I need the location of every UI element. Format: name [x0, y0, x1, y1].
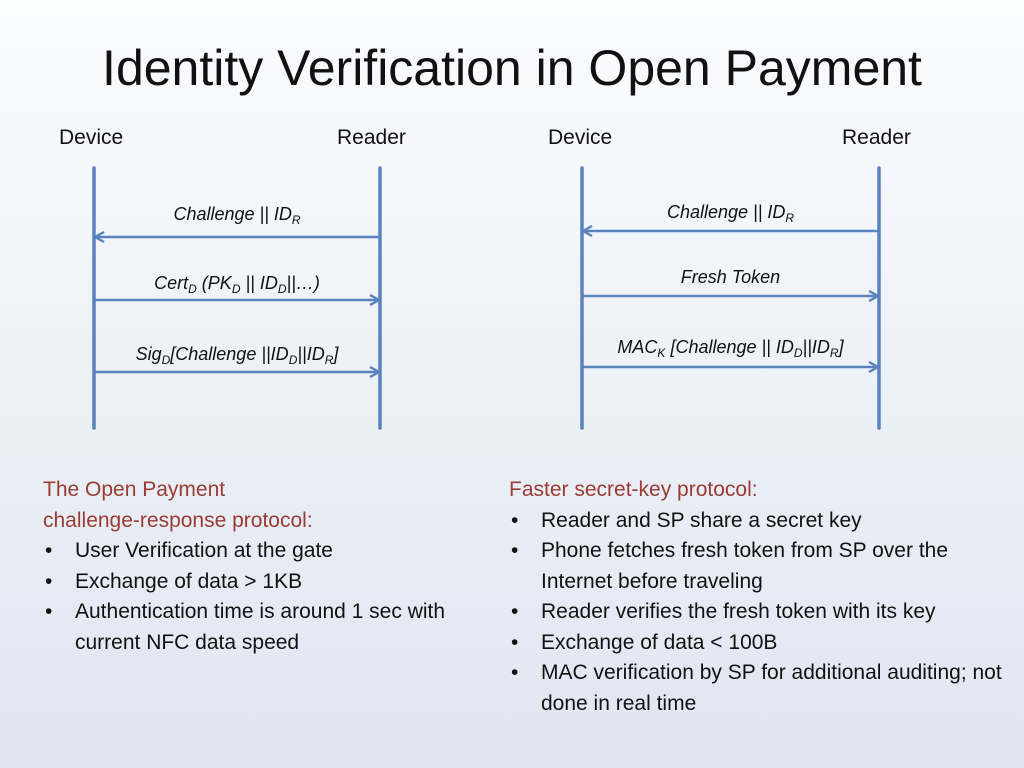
message-subscript: R — [785, 211, 795, 225]
message-text: Sig — [135, 344, 162, 364]
message-text: ||ID — [802, 337, 830, 357]
list-item: • MAC verification by SP for additional a… — [509, 658, 1004, 719]
left-text-panel: The Open Payment challenge-response prot… — [43, 475, 473, 658]
list-item-text: Exchange of data < 100B — [541, 630, 778, 654]
list-item-text: Authentication time is around 1 sec with… — [75, 600, 446, 654]
left-panel-bullet-list: • User Verification at the gate • Exchange… — [43, 536, 473, 658]
message-subscript: R — [324, 353, 334, 367]
message-subscript: R — [829, 346, 839, 360]
message-text: ||ID — [297, 344, 325, 364]
list-item: • User Verification at the gate — [43, 536, 473, 567]
bullet-icon: • — [511, 539, 519, 562]
list-item: • Authentication time is around 1 sec wit… — [43, 597, 473, 658]
diagram1-device-label: Device — [59, 126, 124, 149]
list-item-text: Reader and SP share a secret key — [541, 508, 862, 532]
message-text: [Challenge || ID — [665, 337, 794, 357]
diagram1-message-1: Challenge || IDR — [94, 203, 380, 227]
right-text-panel: Faster secret-key protocol: • Reader and … — [509, 475, 1004, 719]
message-subscript: K — [657, 346, 666, 360]
bullet-icon: • — [45, 539, 53, 562]
list-item: • Exchange of data < 100B — [509, 628, 1004, 659]
message-text: ||…) — [286, 273, 320, 293]
bullet-icon: • — [45, 600, 53, 623]
bullet-icon: • — [511, 630, 519, 654]
message-text: || ID — [240, 273, 278, 293]
message-text: ] — [333, 344, 339, 364]
message-subscript: D — [288, 353, 298, 367]
message-subscript: D — [277, 282, 287, 296]
message-text: Fresh Token — [680, 267, 781, 287]
diagram2-reader-label: Reader — [842, 126, 911, 149]
slide-title: Identity Verification in Open Payment — [102, 40, 922, 96]
diagram2-message-1: Challenge || IDR — [582, 201, 879, 225]
diagram2-message-2: Fresh Token — [582, 266, 879, 288]
message-subscript: R — [291, 213, 301, 227]
bullet-icon: • — [511, 600, 519, 623]
left-panel-heading-line2: challenge-response protocol: — [43, 508, 313, 532]
list-item-text: MAC verification by SP for additional au… — [541, 661, 1002, 715]
message-text: Cert — [154, 273, 189, 293]
diagram2-message-3: MACK [Challenge || IDD||IDR] — [582, 336, 879, 360]
list-item-text: Reader verifies the fresh token with its… — [541, 600, 936, 623]
message-text: MAC — [617, 337, 658, 357]
list-item: • Phone fetches fresh token from SP over … — [509, 536, 1004, 597]
message-subscript: D — [793, 346, 803, 360]
right-panel-bullet-list: • Reader and SP share a secret key • Phone… — [509, 506, 1004, 720]
diagram1-reader-label: Reader — [337, 126, 406, 149]
right-panel-heading: Faster secret-key protocol: — [509, 478, 758, 501]
diagram1-message-3: SigD[Challenge ||IDD||IDR] — [94, 343, 380, 367]
message-subscript: D — [161, 353, 171, 367]
message-text: ] — [838, 337, 844, 357]
message-text: Challenge || ID — [173, 204, 292, 224]
bullet-icon: • — [511, 508, 519, 532]
list-item: • Reader verifies the fresh token with it… — [509, 597, 1004, 628]
message-subscript: D — [231, 282, 241, 296]
diagram1-message-2: CertD (PKD || IDD||…) — [94, 272, 380, 296]
bullet-icon: • — [45, 569, 53, 593]
list-item: • Reader and SP share a secret key — [509, 506, 1004, 537]
left-panel-heading-line1: The Open Payment — [43, 478, 226, 501]
list-item: • Exchange of data > 1KB — [43, 567, 473, 598]
diagram2-device-label: Device — [548, 126, 613, 149]
message-text: [Challenge ||ID — [170, 344, 289, 364]
list-item-text: Exchange of data > 1KB — [75, 569, 303, 593]
list-item-text: User Verification at the gate — [75, 539, 333, 562]
bullet-icon: • — [511, 661, 519, 684]
message-subscript: D — [188, 282, 197, 296]
message-text: Challenge || ID — [666, 202, 786, 222]
list-item-text: Phone fetches fresh token from SP over t… — [541, 539, 949, 593]
message-text: (PK — [196, 273, 232, 293]
